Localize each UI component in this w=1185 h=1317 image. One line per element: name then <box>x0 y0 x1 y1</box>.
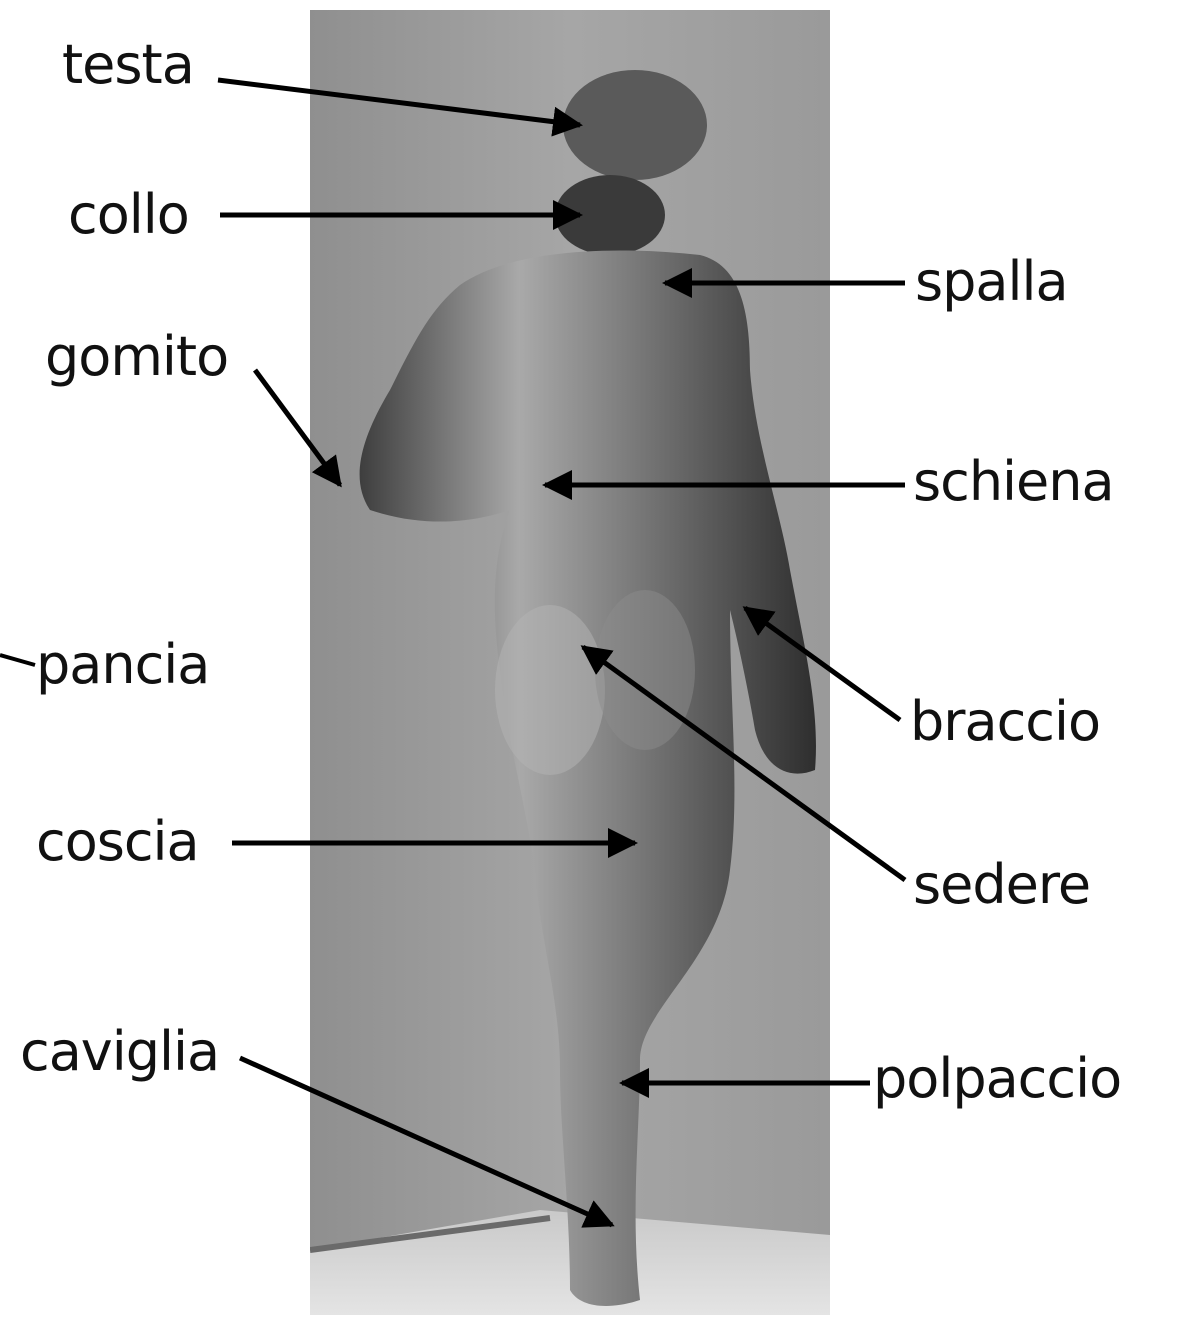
label-collo: collo <box>68 188 189 242</box>
label-spalla: spalla <box>915 255 1068 309</box>
label-pancia: pancia <box>36 638 209 692</box>
label-braccio: braccio <box>910 695 1100 749</box>
label-testa: testa <box>62 38 194 92</box>
arrow-testa <box>218 80 580 125</box>
arrow-gomito <box>255 370 340 485</box>
arrow-braccio <box>745 608 900 720</box>
label-coscia: coscia <box>36 815 199 869</box>
label-sedere: sedere <box>913 858 1090 912</box>
label-caviglia: caviglia <box>20 1025 219 1079</box>
arrow-caviglia <box>240 1058 612 1225</box>
label-gomito: gomito <box>45 330 228 384</box>
label-polpaccio: polpaccio <box>873 1052 1121 1106</box>
arrow-pancia <box>0 655 35 665</box>
label-schiena: schiena <box>913 455 1114 509</box>
